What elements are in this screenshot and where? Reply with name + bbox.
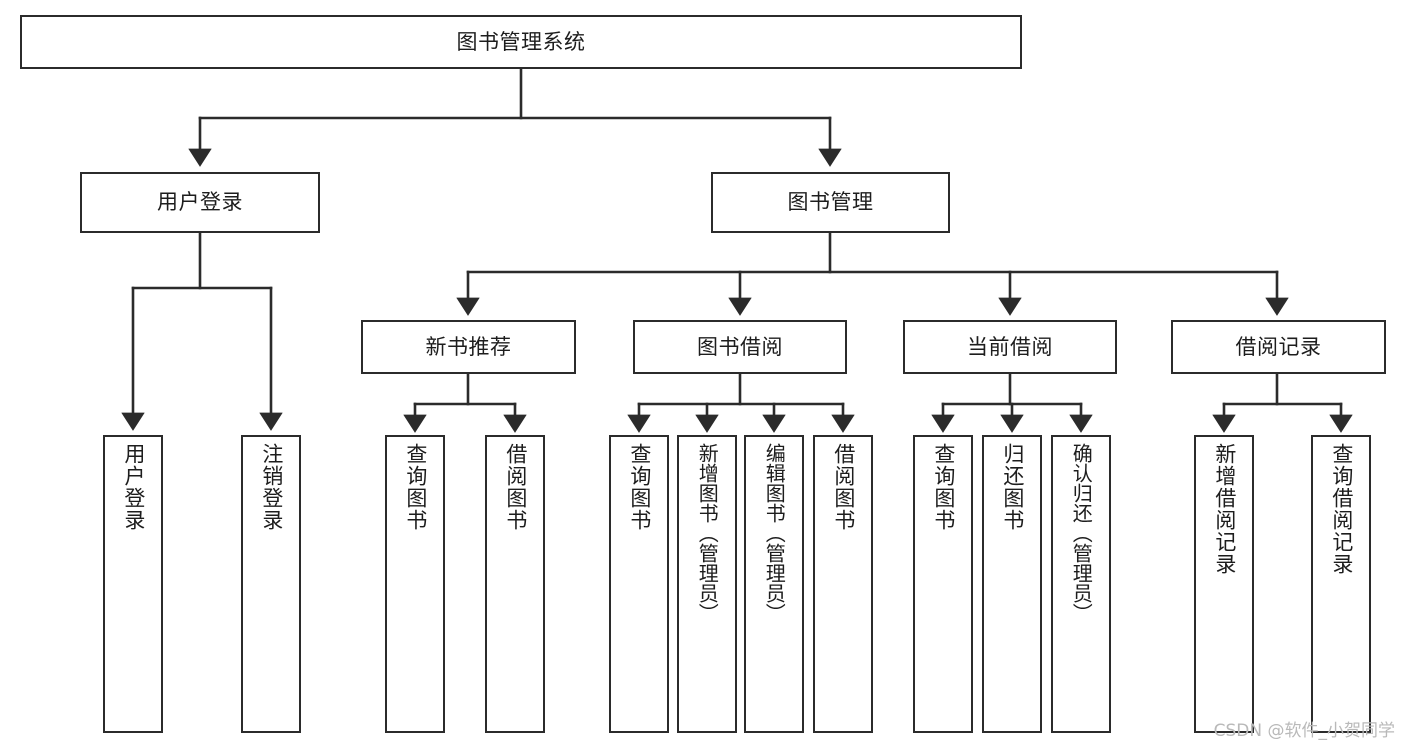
- leaf-current-confirm-return-admin[interactable]: 确认归还（管理员）: [1051, 435, 1111, 733]
- node-root-book-management-system[interactable]: 图书管理系统: [20, 15, 1022, 69]
- leaf-record-add-record[interactable]: 新增借阅记录: [1194, 435, 1254, 733]
- leaf-new-book-query[interactable]: 查询图书: [385, 435, 445, 733]
- node-user-login[interactable]: 用户登录: [80, 172, 320, 233]
- leaf-record-add-record-label: 新增借阅记录: [1212, 443, 1237, 575]
- leaf-user-login-signout[interactable]: 注销登录: [241, 435, 301, 733]
- leaf-borrow-add-book-admin-label: 新增图书（管理员）: [695, 443, 720, 623]
- leaf-borrow-add-book-admin[interactable]: 新增图书（管理员）: [677, 435, 737, 733]
- leaf-current-confirm-return-admin-label: 确认归还（管理员）: [1069, 443, 1094, 623]
- leaf-current-query-book-label: 查询图书: [931, 443, 956, 531]
- node-user-login-label: 用户登录: [157, 190, 243, 215]
- node-book-borrow-label: 图书借阅: [697, 334, 783, 359]
- leaf-user-login-signin-label: 用户登录: [121, 443, 146, 531]
- leaf-new-book-query-label: 查询图书: [403, 443, 428, 531]
- leaf-borrow-borrow-book[interactable]: 借阅图书: [813, 435, 873, 733]
- leaf-record-query-record[interactable]: 查询借阅记录: [1311, 435, 1371, 733]
- node-borrow-record-label: 借阅记录: [1235, 334, 1322, 359]
- node-book-management[interactable]: 图书管理: [711, 172, 950, 233]
- leaf-user-login-signin[interactable]: 用户登录: [103, 435, 163, 733]
- node-borrow-record[interactable]: 借阅记录: [1171, 320, 1386, 374]
- leaf-borrow-borrow-book-label: 借阅图书: [831, 443, 856, 531]
- node-new-book-recommend-label: 新书推荐: [425, 334, 512, 359]
- node-current-borrow[interactable]: 当前借阅: [903, 320, 1117, 374]
- node-current-borrow-label: 当前借阅: [967, 334, 1053, 359]
- leaf-current-return-book[interactable]: 归还图书: [982, 435, 1042, 733]
- leaf-new-book-borrow[interactable]: 借阅图书: [485, 435, 545, 733]
- leaf-current-query-book[interactable]: 查询图书: [913, 435, 973, 733]
- leaf-current-return-book-label: 归还图书: [1000, 443, 1025, 531]
- node-root-label: 图书管理系统: [456, 29, 586, 54]
- node-new-book-recommend[interactable]: 新书推荐: [361, 320, 576, 374]
- leaf-borrow-edit-book-admin[interactable]: 编辑图书（管理员）: [744, 435, 804, 733]
- node-book-management-label: 图书管理: [787, 190, 874, 215]
- leaf-borrow-edit-book-admin-label: 编辑图书（管理员）: [762, 443, 787, 623]
- leaf-record-query-record-label: 查询借阅记录: [1329, 443, 1354, 575]
- leaf-borrow-query-book[interactable]: 查询图书: [609, 435, 669, 733]
- leaf-borrow-query-book-label: 查询图书: [627, 443, 652, 531]
- leaf-new-book-borrow-label: 借阅图书: [503, 443, 528, 531]
- node-book-borrow[interactable]: 图书借阅: [633, 320, 847, 374]
- leaf-user-login-signout-label: 注销登录: [259, 443, 284, 531]
